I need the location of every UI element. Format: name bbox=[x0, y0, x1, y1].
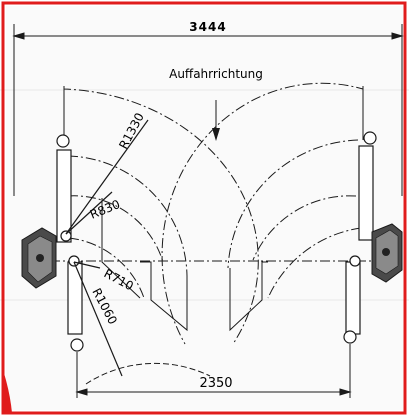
dim-2350-label: 2350 bbox=[199, 376, 232, 391]
base-plate-right bbox=[371, 223, 403, 283]
swing-arcs bbox=[63, 82, 364, 385]
base-plate-left bbox=[21, 227, 57, 289]
direction-label: Auffahrrichtung bbox=[169, 67, 263, 81]
bottom-dimension bbox=[75, 344, 352, 398]
top-dimension bbox=[12, 24, 404, 196]
direction-arrow bbox=[212, 100, 220, 141]
red-corner-accent bbox=[3, 370, 12, 413]
pivot-wheels bbox=[56, 131, 377, 352]
column-left bbox=[56, 149, 83, 335]
dim-3444-label: 3444 bbox=[189, 20, 226, 34]
lift-arms bbox=[65, 119, 149, 377]
swing-boundary-lines bbox=[63, 86, 364, 332]
